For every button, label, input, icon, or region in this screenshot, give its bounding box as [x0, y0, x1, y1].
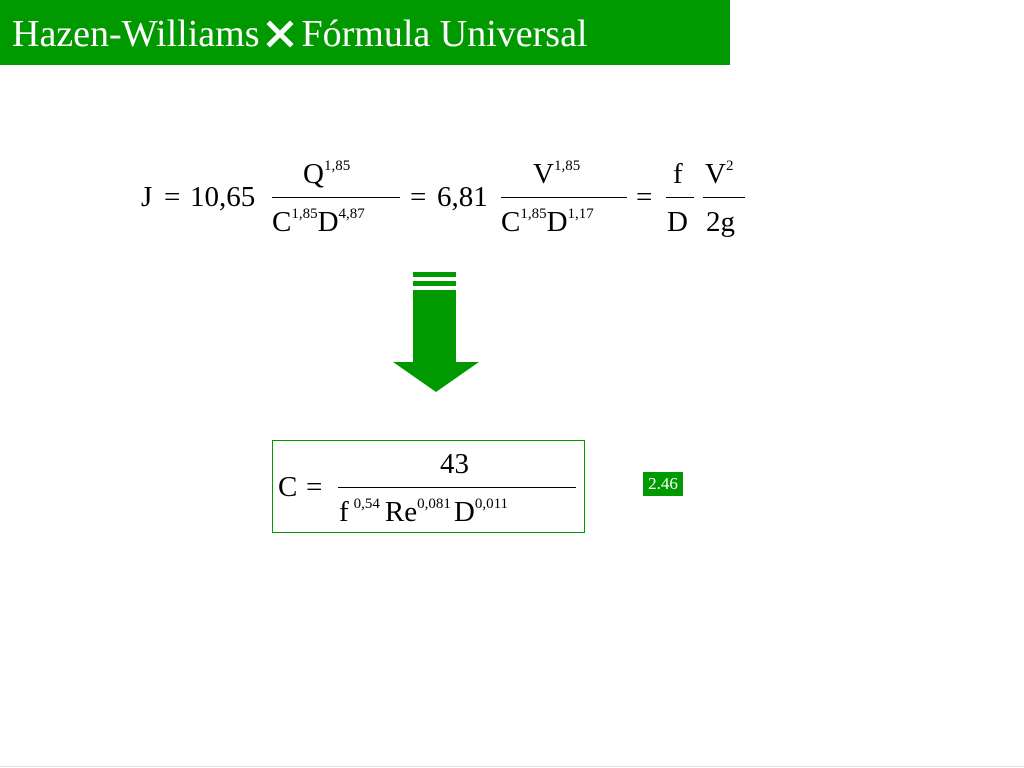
title-bar: Hazen-Williams Fórmula Universal — [0, 0, 730, 65]
eq1-numerator-2: V1,85 — [533, 158, 581, 190]
eq1-denominator-4: 2g — [706, 206, 735, 238]
f-exponent: 0,54 — [353, 496, 380, 512]
v-symbol: V — [705, 158, 726, 190]
eq1-equals-1: = — [164, 181, 181, 213]
c-exponent: 1,85 — [520, 206, 547, 222]
c-exponent: 1,85 — [291, 206, 318, 222]
eq1-equals-3: = — [636, 181, 653, 213]
v-exponent: 1,85 — [553, 158, 581, 174]
eq2-equals: = — [306, 471, 323, 503]
eq2-fraction-line — [338, 487, 576, 488]
eq2-lhs: C — [278, 471, 298, 503]
title-left: Hazen-Williams — [12, 13, 260, 55]
eq1-denominator-3: D — [667, 206, 688, 238]
d-exponent: 1,17 — [567, 206, 594, 222]
eq1-fraction-line-3 — [666, 197, 694, 198]
eq1-fraction-line-4 — [703, 197, 745, 198]
eq1-equals-2: = — [410, 181, 427, 213]
d-symbol: D — [317, 206, 339, 238]
eq1-numerator-4: V2 — [705, 158, 734, 190]
v-exponent: 2 — [725, 158, 734, 174]
eq1-denominator-1: C1,85D4,87 — [272, 206, 365, 238]
d-symbol: D — [453, 496, 475, 528]
q-symbol: Q — [303, 158, 324, 190]
eq1-coefficient-2: 6,81 — [437, 181, 488, 213]
c-symbol: C — [272, 206, 292, 238]
down-arrow-icon — [393, 272, 479, 392]
d-exponent: 4,87 — [338, 206, 365, 222]
bottom-divider — [0, 766, 1024, 767]
page-title: Hazen-Williams Fórmula Universal — [12, 10, 588, 58]
eq1-coefficient-1: 10,65 — [190, 181, 256, 213]
result-box — [272, 440, 585, 533]
q-exponent: 1,85 — [323, 158, 351, 174]
d-symbol: D — [546, 206, 568, 238]
d-exponent: 0,011 — [474, 496, 509, 512]
c-symbol: C — [501, 206, 521, 238]
re-exponent: 0,081 — [417, 496, 451, 512]
eq1-lhs: J — [141, 181, 153, 213]
close-x-icon — [266, 20, 295, 48]
eq2-numerator: 43 — [440, 448, 469, 480]
re-symbol: Re — [384, 496, 418, 528]
f-symbol: f — [339, 496, 349, 528]
equation-number-badge: 2.46 — [643, 472, 683, 496]
v-symbol: V — [533, 158, 554, 190]
eq1-denominator-2: C1,85D1,17 — [501, 206, 594, 238]
eq1-fraction-line-2 — [501, 197, 627, 198]
eq1-numerator-1: Q1,85 — [303, 158, 351, 190]
title-right: Fórmula Universal — [301, 13, 588, 55]
eq1-fraction-line-1 — [272, 197, 400, 198]
eq1-numerator-3: f — [673, 158, 683, 190]
